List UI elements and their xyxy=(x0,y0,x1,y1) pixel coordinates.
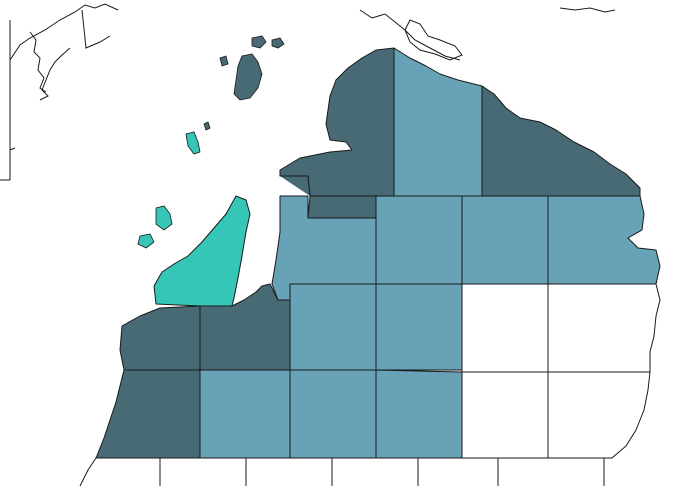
garden-island xyxy=(271,37,285,49)
county-crawford[interactable] xyxy=(375,283,463,371)
county-benzie[interactable] xyxy=(119,305,201,371)
upper-left-inlet xyxy=(29,31,47,93)
county-leelanau[interactable] xyxy=(153,195,251,307)
county-cheboygan[interactable] xyxy=(393,47,483,197)
south-manitou-island xyxy=(155,205,173,231)
county-iosco[interactable] xyxy=(547,371,651,459)
county-oscoda[interactable] xyxy=(461,283,549,373)
county-roscommon[interactable] xyxy=(375,369,463,459)
north-fox-island xyxy=(251,35,267,49)
lower-left-coast xyxy=(79,457,97,486)
county-missaukee[interactable] xyxy=(289,369,377,459)
county-montmorency[interactable] xyxy=(461,195,549,285)
county-emmet[interactable] xyxy=(279,47,395,197)
tiny-island xyxy=(203,121,211,131)
county-manistee[interactable] xyxy=(95,369,201,459)
beaver-island xyxy=(233,53,263,101)
county-alcona[interactable] xyxy=(547,283,661,373)
high-island xyxy=(185,131,201,155)
small-northern-island xyxy=(219,55,229,67)
county-kalkaska[interactable] xyxy=(289,283,377,371)
county-presque-isle[interactable] xyxy=(481,85,641,197)
north-manitou-island xyxy=(137,233,155,249)
county-ogemaw[interactable] xyxy=(461,371,549,459)
upper-left-ridge xyxy=(81,9,111,49)
county-wexford[interactable] xyxy=(199,369,291,459)
upper-center-inlet xyxy=(404,19,463,61)
county-otsego[interactable] xyxy=(375,195,463,285)
upper-peninsula-coastline xyxy=(9,3,616,151)
county-alpena[interactable] xyxy=(547,195,661,285)
